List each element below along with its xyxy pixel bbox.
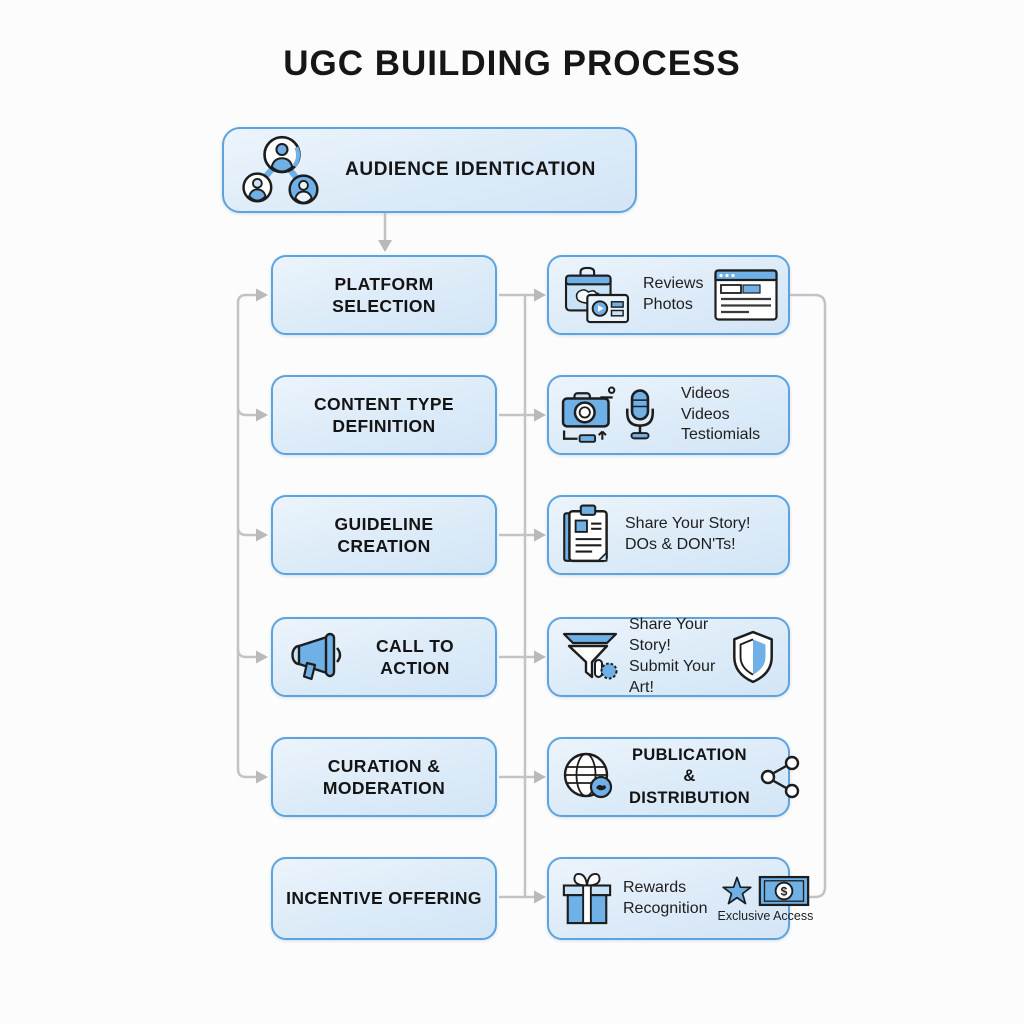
camera-microphone-icons (561, 385, 657, 445)
node-label: Share Your Story!DOs & DON'Ts! (625, 515, 751, 553)
gift-icon (561, 870, 613, 928)
node-incentive-offering: INCENTIVE OFFERING (271, 857, 497, 940)
funnel-icon (561, 629, 619, 685)
node-caption: Exclusive Access (717, 908, 814, 923)
svg-text:$: $ (781, 884, 788, 898)
page-title: UGC BUILDING PROCESS (283, 44, 741, 83)
money-icon: $ (758, 875, 810, 907)
megaphone-icon (287, 631, 349, 683)
clipboard-icon (561, 504, 615, 566)
node-label: INCENTIVE OFFERING (286, 888, 482, 909)
node-cta-messages: Share Your Story!Submit Your Art! (547, 616, 790, 697)
node-publication-distribution: PUBLICATION &DISTRIBUTION (547, 737, 800, 817)
camera-icon (561, 385, 623, 445)
globe-icon (561, 750, 619, 804)
reward-extras: $ Exclusive Access (717, 875, 814, 923)
social-platforms-icon (561, 265, 633, 325)
share-nodes-icon (760, 754, 800, 800)
node-label: Share Your Story!Submit Your Art! (629, 616, 716, 696)
star-icon (720, 875, 754, 907)
browser-window-icon (713, 269, 779, 321)
audience-network-icon (242, 133, 324, 207)
node-label: CURATION &MODERATION (322, 755, 446, 798)
node-label: AUDIENCE IDENTICATION (345, 159, 596, 180)
node-curation-moderation: CURATION &MODERATION (271, 737, 497, 817)
microphone-icon (623, 388, 657, 442)
node-guideline-messages: Share Your Story!DOs & DON'Ts! (547, 495, 790, 575)
node-label: PUBLICATION &DISTRIBUTION (629, 745, 750, 807)
node-audience-identification: AUDIENCE IDENTICATION (222, 127, 637, 213)
shield-icon (730, 630, 776, 684)
